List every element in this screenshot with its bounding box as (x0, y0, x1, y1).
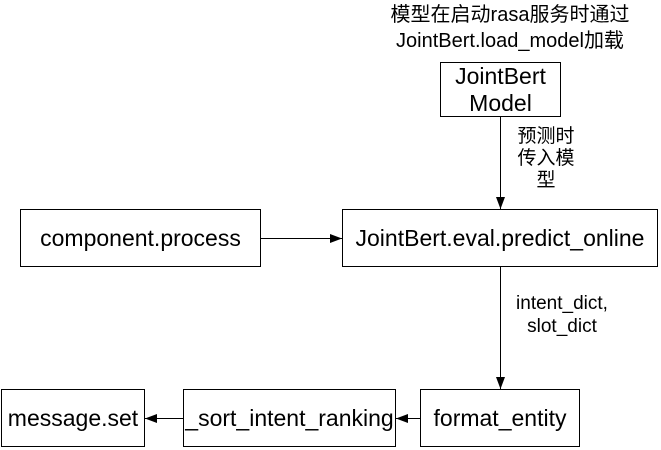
node-jointbert-model: JointBert Model (440, 62, 561, 117)
node-format-entity: format_entity (420, 389, 580, 447)
edge-label-predict-input: 预测时 传入模 型 (517, 126, 575, 191)
node-sort-intent-ranking: _sort_intent_ranking (183, 389, 396, 447)
node-jointbert-eval-predict-online: JointBert.eval.predict_online (342, 209, 658, 267)
edge-label-intent-dict-slot-dict: intent_dict, slot_dict (516, 293, 608, 337)
node-message-set: message.set (1, 389, 145, 447)
node-component-process: component.process (20, 209, 261, 267)
load-model-annotation: 模型在启动rasa服务时通过 JointBert.load_model加载 (390, 4, 630, 52)
